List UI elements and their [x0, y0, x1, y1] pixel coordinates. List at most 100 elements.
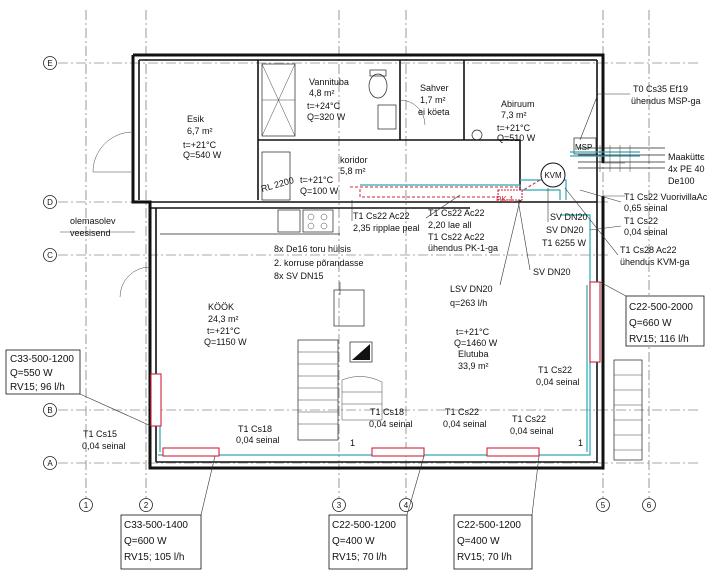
svg-text:C22-500-1200: C22-500-1200 [332, 520, 396, 531]
annotation-t0: T0 Cs35 Ef19 ühendus MSP-ga [579, 84, 701, 141]
radiator-callout-r1: C33-500-1200 Q=550 W RV15; 96 l/h [5, 349, 152, 427]
svg-text:Elutuba: Elutuba [458, 349, 489, 359]
svg-text:RV15; 105 l/h: RV15; 105 l/h [124, 552, 184, 563]
svg-text:Q=400 W: Q=400 W [457, 536, 500, 547]
svg-text:Q=1150 W: Q=1150 W [204, 337, 247, 347]
svg-text:Q=510 W: Q=510 W [497, 133, 536, 143]
annotation-one-b: 1 [578, 438, 583, 448]
annotation-maakytte: Maaküttє 4x PE 40 De100 [668, 152, 705, 186]
svg-text:5,8 m²: 5,8 m² [340, 166, 366, 176]
annotation-cs18-a: T1 Cs18 0,04 seinal [236, 424, 280, 445]
svg-text:ühendus MSP-ga: ühendus MSP-ga [631, 96, 701, 106]
annotation-hulsis: 8x De16 toru hülsis 2. korruse põrandass… [274, 244, 364, 295]
svg-text:Q=540 W: Q=540 W [183, 150, 222, 160]
svg-text:6,7 m²: 6,7 m² [187, 126, 213, 136]
svg-text:T1 6255 W: T1 6255 W [542, 238, 587, 248]
svg-text:Q=320 W: Q=320 W [307, 112, 346, 122]
svg-text:C: C [47, 251, 53, 260]
grid-col-bubble-4: 4 [399, 498, 413, 512]
svg-text:Esik: Esik [187, 114, 205, 124]
svg-text:t=+21°C: t=+21°C [183, 140, 217, 150]
svg-text:koridor: koridor [340, 155, 368, 165]
radiator-callout-r2: C22-500-2000 Q=660 W RV15; 116 l/h [599, 281, 705, 347]
svg-text:C33-500-1400: C33-500-1400 [124, 520, 188, 531]
ground-loop-pipes [578, 145, 665, 172]
svg-text:T1 Cs22 Ac22: T1 Cs22 Ac22 [428, 208, 485, 218]
svg-text:t=+24°C: t=+24°C [307, 101, 341, 111]
annotation-cs22-floor-right: T1 Cs22 0,04 seinal [536, 365, 580, 387]
svg-text:1: 1 [84, 501, 89, 510]
svg-text:RV15; 116 l/h: RV15; 116 l/h [629, 334, 689, 345]
svg-text:T1 Cs18: T1 Cs18 [370, 407, 404, 417]
svg-text:RV15; 70 l/h: RV15; 70 l/h [457, 552, 512, 563]
svg-text:4x PE 40: 4x PE 40 [668, 164, 705, 174]
annotation-cs15: T1 Cs15 0,04 seinal [82, 429, 126, 451]
room-elutuba: t=+21°C Q=1460 W Elutuba 33,9 m² [454, 327, 498, 371]
room-kook: KÖÖK 24,3 m² t=+21°C Q=1150 W [204, 302, 247, 347]
svg-text:SV DN20: SV DN20 [550, 212, 588, 222]
svg-text:t=+21°C: t=+21°C [207, 326, 241, 336]
annotation-cs22-right: T1 Cs22 0,04 seinal [510, 414, 554, 436]
svg-text:olemasolev: olemasolev [70, 216, 116, 226]
annotation-cs22-mid: T1 Cs22 0,04 seinal [443, 407, 487, 429]
svg-text:1,7 m²: 1,7 m² [420, 95, 446, 105]
svg-text:Q=600 W: Q=600 W [124, 536, 167, 547]
kvm-unit: KVM [540, 162, 566, 188]
grid-col-bubble-1: 1 [79, 498, 93, 512]
annotation-veesisend: olemasolev veesisend [70, 216, 116, 238]
grid-row-bubble-b: B [43, 403, 57, 417]
svg-text:B: B [47, 406, 52, 415]
svg-text:33,9 m²: 33,9 m² [458, 361, 489, 371]
svg-text:T1 Cs28 Ac22: T1 Cs28 Ac22 [620, 245, 677, 255]
svg-text:D: D [47, 198, 53, 207]
msp-label: MSP [575, 143, 592, 152]
svg-text:KÖÖK: KÖÖK [208, 302, 234, 312]
svg-text:Q=1460 W: Q=1460 W [454, 338, 498, 348]
svg-text:T0 Cs35 Ef19: T0 Cs35 Ef19 [633, 84, 688, 94]
svg-text:q=263 l/h: q=263 l/h [450, 298, 487, 308]
svg-text:T1 Cs22 VuorivillaAc: T1 Cs22 VuorivillaAc [624, 192, 708, 202]
svg-text:0,04 seinal: 0,04 seinal [510, 426, 554, 436]
bathroom-fixtures [261, 63, 483, 201]
svg-text:De100: De100 [668, 176, 695, 186]
svg-text:T1 Cs22: T1 Cs22 [512, 414, 546, 424]
svg-text:3: 3 [337, 501, 342, 510]
room-koridor: koridor 5,8 m² t=+21°C Q=100 W [300, 155, 368, 196]
walls [131, 53, 605, 470]
radiator-callout-r4: C22-500-1200 Q=400 W RV15; 70 l/h [328, 455, 425, 570]
grid-row-bubble-c: C [43, 248, 57, 262]
svg-text:T1 Cs22: T1 Cs22 [445, 407, 479, 417]
svg-text:Vannituba: Vannituba [309, 77, 349, 87]
doors [60, 99, 625, 298]
grid-row-bubble-e: E [43, 56, 57, 70]
svg-text:Q=660 W: Q=660 W [629, 318, 672, 329]
svg-text:ühendus PK-1-ga: ühendus PK-1-ga [428, 243, 498, 253]
svg-text:t=+21°C: t=+21°C [497, 123, 531, 133]
svg-text:T1 Cs22: T1 Cs22 [624, 216, 658, 226]
svg-text:PK-1: PK-1 [496, 195, 514, 204]
room-vannituba: Vannituba 4,8 m² t=+24°C Q=320 W [307, 77, 349, 122]
kvm-label: KVM [544, 171, 562, 180]
svg-text:SV DN20: SV DN20 [533, 267, 571, 277]
svg-text:T1 Cs15: T1 Cs15 [83, 429, 117, 439]
annotation-pk1: PK-1 [496, 195, 514, 204]
svg-text:0,04 seinal: 0,04 seinal [82, 441, 126, 451]
grid-col-bubble-2: 2 [139, 498, 153, 512]
annotation-t1-cs28: T1 Cs28 Ac22 ühendus KVM-ga [564, 187, 690, 267]
svg-text:C22-500-2000: C22-500-2000 [629, 302, 693, 313]
svg-text:5: 5 [601, 501, 606, 510]
kitchen-fixtures [160, 209, 373, 363]
radiator-callout-r3: C33-500-1400 Q=600 W RV15; 105 l/h [120, 455, 216, 570]
annotation-lsv: LSV DN20 q=263 l/h [450, 199, 521, 308]
svg-text:RV15; 70 l/h: RV15; 70 l/h [332, 552, 387, 563]
svg-text:2,20 lae all: 2,20 lae all [428, 220, 472, 230]
svg-text:0,04 seinal: 0,04 seinal [369, 419, 413, 429]
svg-text:t=+21°C: t=+21°C [456, 327, 490, 337]
grid-col-bubble-3: 3 [332, 498, 346, 512]
svg-text:A: A [47, 459, 53, 468]
radiator-callout-r5: C22-500-1200 Q=400 W RV15; 70 l/h [453, 455, 540, 570]
annotation-sv: SV DN20 SV DN20 T1 6255 W SV DN20 [517, 188, 588, 277]
grid-row-bubble-a: A [43, 456, 57, 470]
svg-text:T1 Cs22 Ac22: T1 Cs22 Ac22 [428, 232, 485, 242]
